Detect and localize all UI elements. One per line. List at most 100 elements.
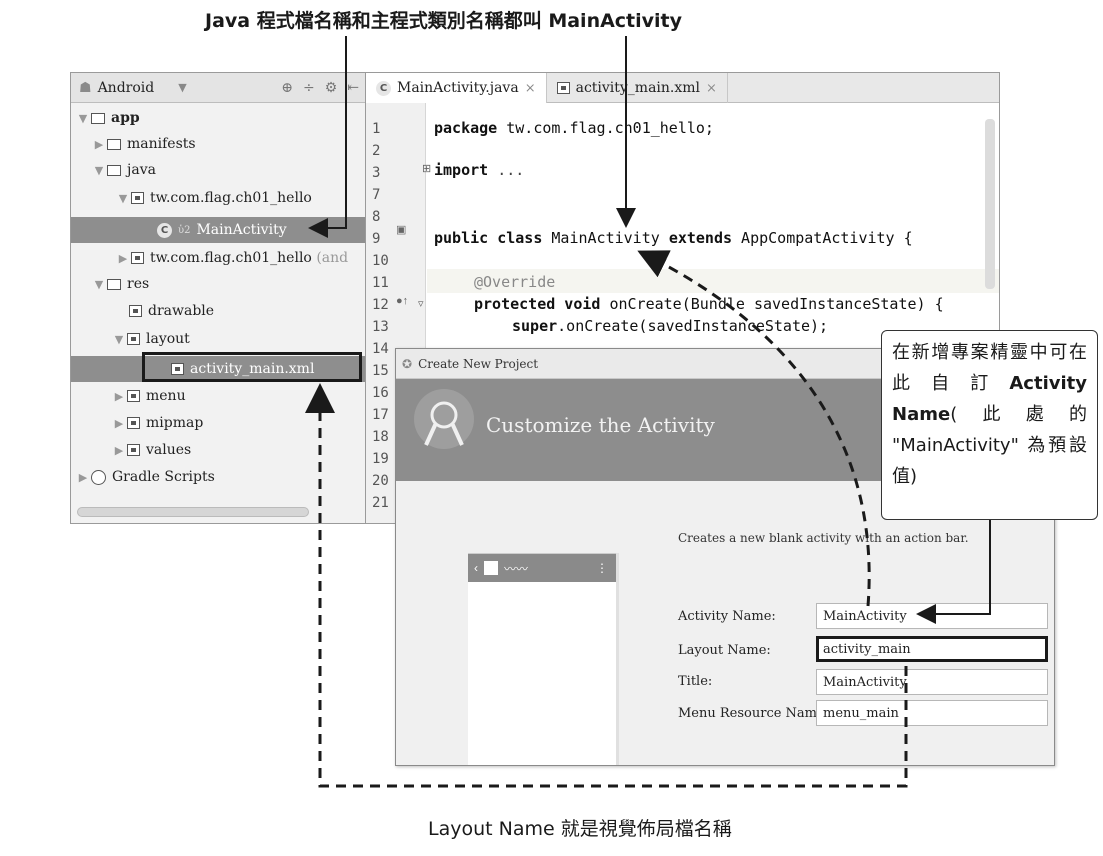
tree-item-gradle-scripts[interactable]: ▶ Gradle Scripts <box>71 464 365 490</box>
chevron-down-icon[interactable]: ▼ <box>94 163 104 177</box>
app-icon <box>484 561 498 575</box>
callout-note: 在新增專案精靈中可在此自訂Activity Name(此處的 "MainActi… <box>881 330 1098 520</box>
template-description: Creates a new blank activity with an act… <box>678 531 969 545</box>
folder-icon <box>107 138 121 150</box>
code-line-13: super.onCreate(savedInstanceState); <box>512 317 829 335</box>
folder-icon <box>127 390 140 402</box>
chevron-down-icon[interactable]: ▼ <box>78 111 88 125</box>
tree-item-drawable[interactable]: drawable <box>71 298 365 324</box>
module-folder-icon <box>91 112 105 124</box>
view-selector[interactable]: Android <box>97 79 155 96</box>
chevron-right-icon[interactable]: ▶ <box>118 251 128 265</box>
code-line-3: import ... <box>434 161 525 179</box>
tree-item-values[interactable]: ▶ values <box>71 437 365 463</box>
line-number: 1 <box>372 121 381 137</box>
tree-item-menu[interactable]: ▶ menu <box>71 383 365 409</box>
folder-icon <box>127 417 140 429</box>
tree-item-mipmap[interactable]: ▶ mipmap <box>71 410 365 436</box>
override-gutter-icon[interactable]: ●↑ <box>396 295 409 307</box>
layout-name-label: Layout Name: <box>678 643 771 658</box>
chevron-down-icon[interactable]: ▼ <box>118 191 128 205</box>
back-icon: ‹ <box>474 561 478 575</box>
editor-tabs: C MainActivity.java × activity_main.xml … <box>366 73 999 103</box>
line-number: 20 <box>372 473 389 489</box>
line-number: 14 <box>372 341 389 357</box>
line-number: 16 <box>372 385 389 401</box>
chevron-down-icon[interactable]: ▼ <box>178 81 187 94</box>
menu-resource-input[interactable] <box>816 700 1048 726</box>
chevron-right-icon[interactable]: ▶ <box>94 137 104 151</box>
line-number: 8 <box>372 209 381 225</box>
project-toolbar: ☗ Android ▼ ⊕ ÷ ⚙ ⇤ <box>71 73 365 103</box>
gradle-icon <box>91 469 106 485</box>
menu-resource-label: Menu Resource Name: <box>678 706 830 721</box>
code-line-1: package tw.com.flag.ch01_hello; <box>434 119 714 137</box>
tree-item-manifests[interactable]: ▶ manifests <box>71 131 365 157</box>
chevron-right-icon[interactable]: ▶ <box>114 443 124 457</box>
layout-file-icon <box>171 363 184 375</box>
resource-folder-icon <box>107 278 121 290</box>
close-icon[interactable]: × <box>524 80 536 96</box>
tree-item-test-package[interactable]: ▶ tw.com.flag.ch01_hello (and <box>71 245 365 271</box>
activity-preview: ‹ 〰〰 ⋮ <box>468 553 616 765</box>
chevron-down-icon[interactable]: ▼ <box>114 332 124 346</box>
tree-item-package[interactable]: ▼ tw.com.flag.ch01_hello <box>71 185 365 211</box>
collapse-icon[interactable]: ÷ <box>302 79 315 96</box>
lock-icon: ὑ2 <box>178 224 191 236</box>
android-icon: ☗ <box>79 79 92 96</box>
chevron-down-icon[interactable]: ▼ <box>94 277 104 291</box>
line-number: 12 <box>372 297 389 313</box>
tab-activity-main-xml[interactable]: activity_main.xml × <box>547 73 728 103</box>
activity-name-label: Activity Name: <box>678 609 776 624</box>
class-gutter-icon[interactable]: ▣ <box>396 224 407 236</box>
activity-name-input[interactable] <box>816 603 1048 629</box>
code-line-12: protected void onCreate(Bundle savedInst… <box>474 295 944 313</box>
folder-icon <box>127 333 140 345</box>
layout-name-input[interactable] <box>816 636 1048 662</box>
code-line-9: public class MainActivity extends AppCom… <box>434 229 913 247</box>
overflow-menu-icon: ⋮ <box>596 561 608 575</box>
package-icon <box>131 252 144 264</box>
title-label: Title: <box>678 674 713 689</box>
chevron-right-icon[interactable]: ▶ <box>114 416 124 430</box>
chevron-right-icon[interactable]: ▶ <box>78 470 88 484</box>
fold-expand-icon[interactable]: ⊞ <box>422 163 432 175</box>
line-number: 3 <box>372 165 381 181</box>
top-caption: Java 程式檔名稱和主程式類別名稱都叫 MainActivity <box>205 10 683 32</box>
class-icon: C <box>376 80 391 96</box>
tree-item-mainactivity[interactable]: C ὑ2 MainActivity <box>71 217 365 243</box>
tab-mainactivity-java[interactable]: C MainActivity.java × <box>366 73 547 103</box>
class-icon: C <box>157 222 172 238</box>
vertical-scrollbar[interactable] <box>985 119 995 289</box>
fold-icon[interactable]: ▿ <box>418 298 424 310</box>
line-number: 2 <box>372 143 381 159</box>
horizontal-scrollbar[interactable] <box>77 507 309 517</box>
line-number: 19 <box>372 451 389 467</box>
gear-icon[interactable]: ⚙ <box>324 79 338 96</box>
tree-item-layout[interactable]: ▼ layout <box>71 326 365 352</box>
title-input[interactable] <box>816 669 1048 695</box>
title-squiggle-icon: 〰〰 <box>504 561 529 576</box>
sync-icon[interactable]: ⊕ <box>281 79 293 96</box>
line-number: 13 <box>372 319 389 335</box>
android-studio-icon: ✪ <box>402 356 413 371</box>
close-icon[interactable]: × <box>706 80 717 96</box>
layout-file-icon <box>556 82 570 94</box>
folder-icon <box>127 444 140 456</box>
chevron-right-icon[interactable]: ▶ <box>114 389 124 403</box>
line-number: 7 <box>372 187 381 203</box>
tree-item-java[interactable]: ▼ java <box>71 157 365 183</box>
line-number: 11 <box>372 275 389 291</box>
line-number: 9 <box>372 231 381 247</box>
bottom-caption: Layout Name 就是視覺佈局檔名稱 <box>428 818 732 840</box>
package-icon <box>131 192 144 204</box>
line-number: 17 <box>372 407 389 423</box>
hide-icon[interactable]: ⇤ <box>347 79 359 96</box>
tree-item-activity-main-xml[interactable]: activity_main.xml <box>71 356 365 382</box>
line-number: 21 <box>372 495 389 511</box>
tree-item-res[interactable]: ▼ res <box>71 271 365 297</box>
tree-item-app[interactable]: ▼ app <box>71 105 365 131</box>
line-number: 10 <box>372 253 389 269</box>
line-number: 15 <box>372 363 389 379</box>
folder-icon <box>129 305 142 317</box>
